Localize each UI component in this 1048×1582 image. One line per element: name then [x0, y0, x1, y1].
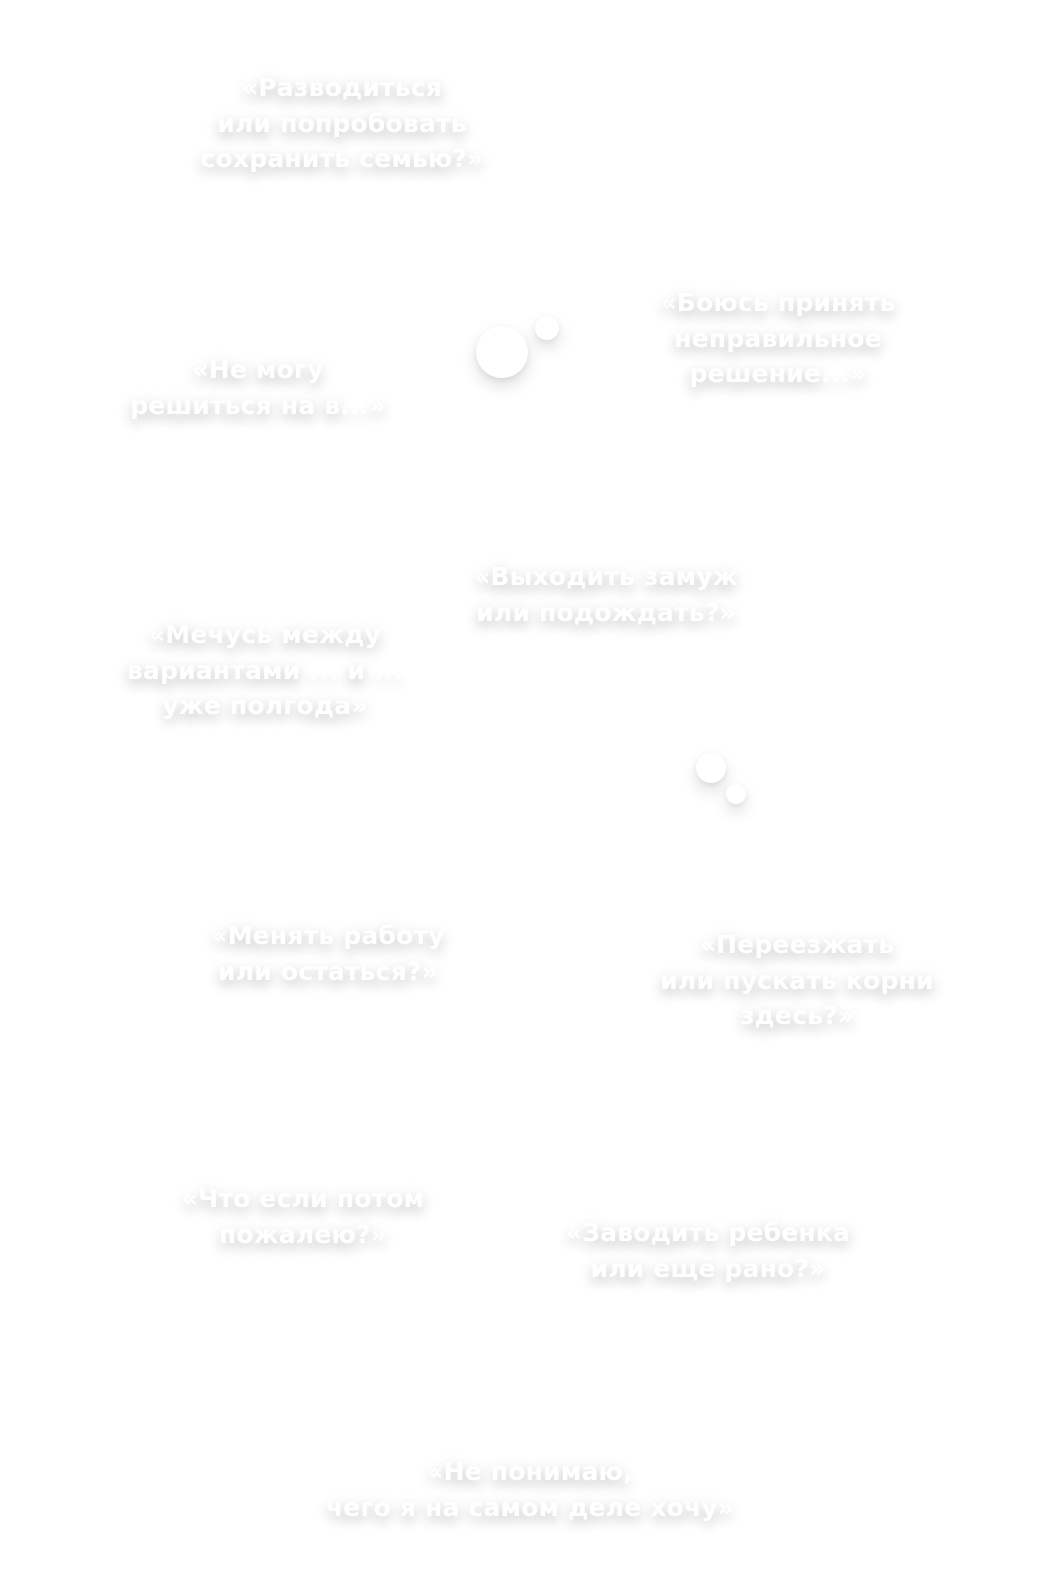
quote-cant-decide: «Не могу решиться на в...» [130, 352, 386, 423]
quote-line: или подождать?» [476, 597, 736, 627]
quote-line: неправильное [674, 323, 882, 353]
quote-line: «Переезжать [699, 930, 895, 959]
quote-line: вариантами ... и ... [126, 655, 404, 685]
quote-line: «Мечусь между [148, 620, 382, 649]
quote-line: «Не могу [192, 355, 324, 384]
quote-line: «Выходить замуж [474, 562, 738, 591]
quote-line: «Что если потом [181, 1184, 425, 1213]
quote-torn-between-options: «Мечусь между вариантами ... и ... уже п… [127, 617, 403, 724]
quote-line: или остаться?» [217, 956, 439, 986]
quote-line: решиться на в...» [130, 390, 386, 420]
quote-marry: «Выходить замуж или подождать?» [474, 559, 738, 630]
quote-line: уже полгода» [162, 691, 368, 720]
quote-line: здесь?» [739, 1001, 855, 1030]
thought-bubble-large-circle [696, 753, 726, 783]
thought-bubble-large-circle [476, 326, 528, 378]
quote-line: «Заводить ребенка [565, 1218, 851, 1247]
quote-line: или пускать корни [660, 965, 934, 995]
quote-line: «Боюсь принять [660, 288, 896, 317]
quote-relocate: «Переезжать или пускать корни здесь?» [660, 927, 934, 1034]
quote-have-child: «Заводить ребенка или ещё рано?» [566, 1215, 850, 1286]
quote-line: сохранить семью?» [200, 144, 484, 173]
quote-line: «Разводиться [241, 73, 443, 102]
thought-bubble-small-circle [726, 784, 746, 804]
quote-line: «Менять работу [211, 921, 445, 950]
quote-regret: «Что если потом пожалею?» [182, 1181, 425, 1252]
quote-change-job: «Менять работу или остаться?» [211, 918, 444, 989]
quote-line: пожалею?» [218, 1219, 388, 1249]
quote-divorce: «Разводиться или попробовать сохранить с… [200, 70, 483, 177]
quote-dont-know-what-i-want: «Не понимаю, чего я на самом деле хочу» [326, 1454, 734, 1525]
quote-line: или попробовать [217, 108, 467, 138]
quote-line: или ещё рано?» [590, 1253, 826, 1283]
thought-bubble-small-circle [535, 316, 559, 340]
quote-fear-wrong-decision: «Боюсь принять неправильное решение...» [660, 285, 895, 392]
quote-line: чего я на самом деле хочу» [325, 1492, 735, 1522]
quote-line: «Не понимаю, [427, 1457, 633, 1486]
quote-line: решение...» [689, 359, 867, 388]
